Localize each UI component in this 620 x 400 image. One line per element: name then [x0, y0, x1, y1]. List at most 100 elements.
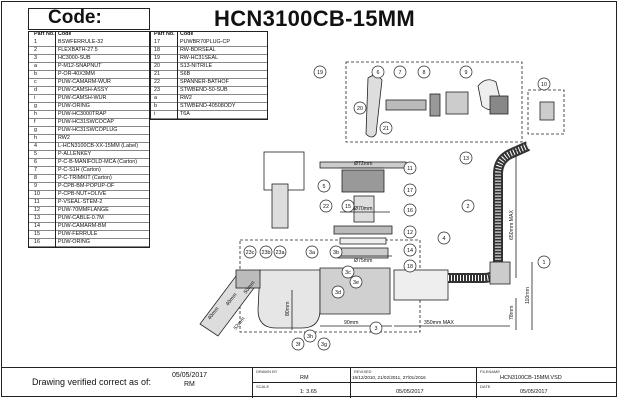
part-code-cell: PUW-CAMSH-ASSY: [58, 87, 108, 93]
part-code-cell: P-C-S1H (Carton): [58, 167, 101, 173]
callout-23a-label: 23a: [276, 250, 285, 256]
table-row: [28, 111, 150, 119]
detail-10-part: [539, 101, 555, 121]
part-number-cell: 2: [34, 47, 37, 53]
part-code-cell: T6A: [180, 111, 190, 117]
table-row: [150, 39, 268, 47]
callout-6: [371, 65, 385, 79]
part-number-cell: i: [154, 111, 156, 117]
part-code-cell: P-C-TRIMKIT (Carton): [58, 175, 112, 181]
table-row: [150, 103, 268, 111]
part-code-cell: PUW-HC31SWCOCAP: [58, 119, 114, 125]
drawn-by-label: DRAWN BY: [256, 369, 278, 374]
drawn-by-cell: [252, 368, 350, 398]
part-code-cell: P-CPB-BM-POPUP-OF: [58, 183, 115, 189]
table-row: [150, 71, 268, 79]
callout-13-label: 13: [463, 156, 469, 162]
verified-by: RM: [184, 381, 195, 388]
callout-9: [459, 65, 473, 79]
part-number-cell: d: [34, 87, 37, 93]
product-code-title: HCN3100CB-15MM: [214, 6, 416, 31]
callout-4: [437, 231, 451, 245]
dim-110-label: 110mm: [525, 287, 531, 304]
part-number-cell: a: [34, 63, 37, 69]
dim-70-label: Ø70mm: [354, 206, 372, 212]
table-row: [28, 79, 150, 87]
callout-3f-label: 3f: [296, 342, 301, 348]
callout-7: [393, 65, 407, 79]
callout-23a: [273, 245, 287, 259]
part-number-cell: 20: [154, 63, 160, 69]
callout-16: [403, 203, 417, 217]
exploded-view-box: [345, 61, 523, 143]
callout-4-label: 4: [443, 236, 446, 242]
callout-21-label: 21: [383, 126, 389, 132]
table-row: [28, 143, 150, 151]
table-row: [28, 207, 150, 215]
callout-11-label: 11: [407, 166, 413, 172]
scale-value: 1: 3.65: [300, 389, 317, 395]
date-label: DATE: [480, 384, 491, 389]
part-number-cell: 9: [34, 183, 37, 189]
part-code-cell: STWBEND-40508ODY: [180, 103, 236, 109]
parts-right-border: [150, 31, 268, 120]
cam-nut-part: [429, 93, 441, 117]
callout-17-label: 17: [407, 188, 413, 194]
callout-6-label: 6: [377, 70, 380, 76]
part-code-cell: HC3000-SUB: [58, 55, 91, 61]
callout-3g-label: 3g: [321, 342, 327, 348]
callout-23b: [259, 245, 273, 259]
camarm-part: [365, 75, 383, 138]
part-number-cell: i: [34, 95, 36, 101]
part-number-cell: 15: [34, 231, 40, 237]
part-number-cell: g: [34, 103, 37, 109]
dim-650-label: 650mm MAX: [509, 209, 515, 240]
filename-label: FILENAME: [480, 369, 501, 374]
revised-cell: [350, 368, 476, 398]
part-code-cell: PUW-CAMSH-WUR: [58, 95, 107, 101]
callout-15-label: 15: [345, 204, 351, 210]
parts-header-code-left: Code: [58, 31, 72, 37]
callout-12: [403, 225, 417, 239]
part-number-cell: f: [34, 119, 36, 125]
table-row: [150, 111, 268, 119]
callout-9-label: 9: [465, 70, 468, 76]
part-number-cell: 16: [34, 239, 40, 245]
part-number-cell: 23: [154, 87, 160, 93]
callout-13: [459, 151, 473, 165]
table-row: [28, 175, 150, 183]
part-number-cell: 19: [154, 55, 160, 61]
table-row: [28, 159, 150, 167]
callout-23c: [243, 245, 257, 259]
callout-20-label: 20: [357, 106, 363, 112]
verified-date: 05/05/2017: [172, 372, 208, 379]
parts-header-partno-right: Part No.: [154, 31, 175, 37]
callout-2-label: 2: [467, 204, 470, 210]
part-number-cell: 17: [154, 39, 160, 45]
callout-23b-label: 23b: [262, 250, 271, 256]
table-row: [28, 87, 150, 95]
callout-3: [369, 321, 383, 335]
table-row: [28, 55, 150, 63]
part-code-cell: PUW-CABLE-0.7M: [58, 215, 104, 221]
manifold-part: [319, 267, 391, 315]
callout-3c-label: 3c: [345, 270, 351, 276]
part-number-cell: 6: [34, 159, 37, 165]
nut-part: [337, 247, 389, 259]
table-row: [28, 239, 150, 247]
callout-3c: [341, 265, 355, 279]
parts-header-code-right: Code: [180, 31, 194, 37]
part-code-cell: S6B: [180, 71, 191, 77]
callout-3-label: 3: [375, 326, 378, 332]
part-number-cell: 22: [154, 79, 160, 85]
part-code-cell: RW-HC31SEAL: [180, 55, 219, 61]
part-code-cell: PUWBR70PLUG-CP: [180, 39, 231, 45]
callout-19-label: 19: [317, 70, 323, 76]
callout-3d: [331, 285, 345, 299]
spanner-part: [271, 183, 289, 229]
parts-left-divider: [55, 31, 56, 247]
callout-19: [313, 65, 327, 79]
callout-3g: [317, 337, 331, 351]
